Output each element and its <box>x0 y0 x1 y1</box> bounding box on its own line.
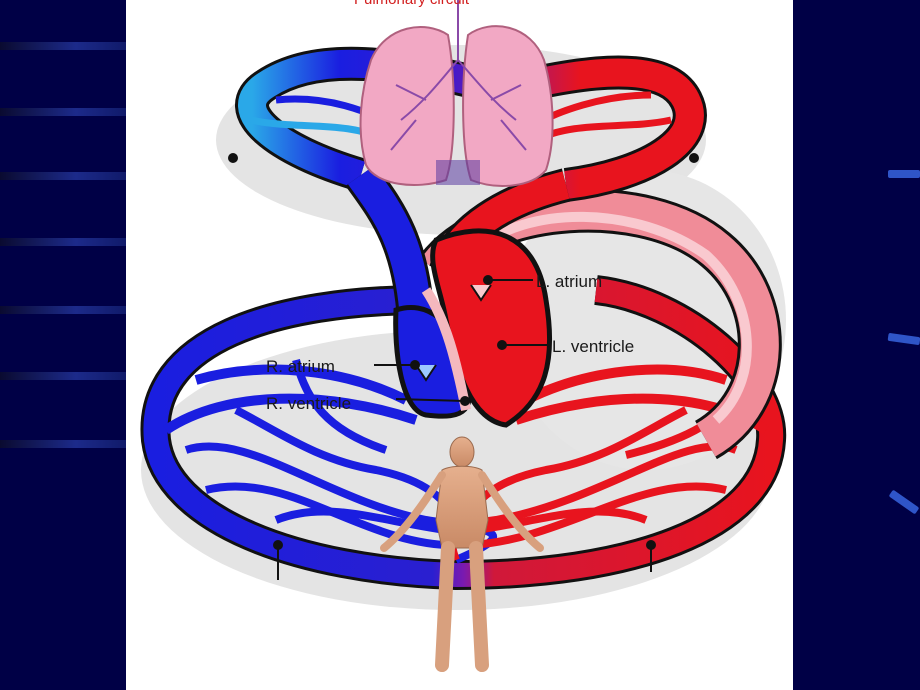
bronchi <box>390 0 527 151</box>
decor-stripe <box>0 372 126 380</box>
systemic-vein-branches <box>163 364 418 435</box>
decor-stripe <box>888 170 920 178</box>
circulation-diagram-slide: Pulmonary circuit L. atrium L. ventricle… <box>126 0 793 690</box>
tricuspid-valve <box>415 364 437 382</box>
lungs <box>359 0 554 187</box>
right-decorative-panel <box>793 0 920 690</box>
decor-stripe <box>887 332 920 346</box>
pulmonary-artery <box>347 165 432 322</box>
decor-stripe <box>0 42 126 50</box>
decor-stripe <box>0 172 126 180</box>
decor-stripe <box>0 238 126 246</box>
label-pointers <box>228 153 699 580</box>
septum <box>421 287 471 411</box>
decor-stripe <box>0 440 126 448</box>
diagram-title: Pulmonary circuit <box>354 0 470 8</box>
mitral-valve <box>470 284 492 302</box>
heart-shadow <box>436 160 480 185</box>
label-left-ventricle: L. ventricle <box>552 337 634 356</box>
label-left-atrium: L. atrium <box>536 272 602 291</box>
decor-stripe <box>0 306 126 314</box>
human-figure <box>380 436 544 672</box>
circulation-diagram: Pulmonary circuit L. atrium L. ventricle… <box>140 0 787 672</box>
decor-stripe <box>0 108 126 116</box>
right-lung <box>462 25 554 187</box>
label-right-atrium: R. atrium <box>266 357 335 376</box>
decor-stripe <box>888 489 920 515</box>
left-decorative-panel <box>0 0 126 690</box>
label-right-ventricle: R. ventricle <box>266 394 351 413</box>
aorta-highlight <box>472 211 752 424</box>
